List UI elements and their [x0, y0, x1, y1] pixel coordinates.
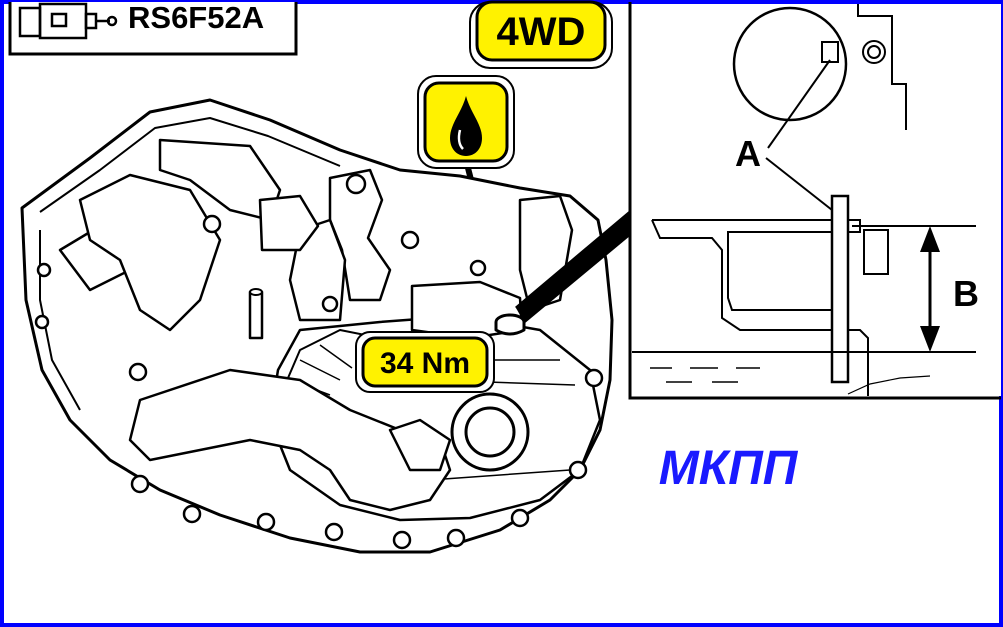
bolt — [130, 474, 150, 494]
bolt — [36, 262, 52, 278]
bolt — [256, 512, 276, 532]
oil-surface — [650, 367, 760, 383]
bolt — [128, 362, 148, 382]
label-a: A — [735, 133, 761, 174]
bolt — [182, 504, 202, 524]
bolt — [324, 522, 344, 542]
transmission-vehicle-icon — [18, 2, 118, 40]
housing-bolts — [34, 214, 604, 550]
bolt — [34, 314, 50, 330]
drive-type-badge: 4WD — [469, 0, 613, 69]
plug-bore — [732, 6, 848, 122]
transmission-caption: МКПП — [659, 442, 799, 495]
pointer-a-lower — [765, 157, 833, 211]
label-b: B — [953, 273, 979, 314]
bolt — [202, 214, 222, 234]
torque-text: 34 Nm — [380, 347, 470, 380]
level-gauge — [830, 194, 850, 384]
bolt — [392, 530, 412, 550]
bolt — [510, 508, 530, 528]
model-code: RS6F52A — [128, 0, 264, 35]
bolt — [568, 460, 588, 480]
inset-frame — [628, 2, 1001, 400]
model-label-box: RS6F52A — [8, 0, 298, 56]
bolt — [469, 259, 487, 277]
bolt — [400, 230, 420, 250]
pointer-a-upper — [767, 59, 831, 149]
transmission-housing — [20, 98, 614, 554]
bolt — [321, 295, 339, 313]
torque-badge: 34 Nm — [355, 331, 495, 393]
drive-type-text: 4WD — [497, 10, 586, 54]
detail-inset: A B — [515, 2, 1001, 400]
bolt — [584, 368, 604, 388]
oil-badge — [417, 75, 515, 169]
bolt — [446, 528, 466, 548]
